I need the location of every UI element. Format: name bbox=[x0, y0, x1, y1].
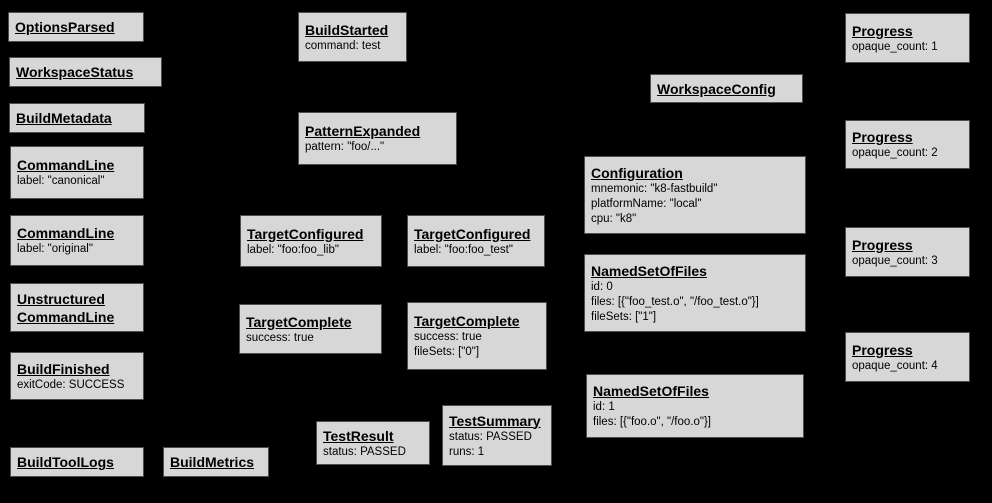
node-field: runs: 1 bbox=[449, 445, 485, 458]
node-field: command: test bbox=[305, 39, 381, 52]
node-title: NamedSetOfFiles bbox=[593, 383, 709, 399]
node-command-line-canonical: CommandLine label: "canonical" bbox=[10, 146, 144, 199]
node-options-parsed: OptionsParsed bbox=[8, 12, 144, 42]
node-field: label: "foo:foo_lib" bbox=[247, 243, 339, 256]
node-field: status: PASSED bbox=[323, 445, 406, 458]
node-title: Configuration bbox=[591, 164, 683, 181]
node-title: TargetConfigured bbox=[247, 225, 364, 242]
node-title: BuildMetadata bbox=[16, 110, 112, 126]
node-title: CommandLine bbox=[17, 308, 115, 325]
node-target-complete-foo-test: TargetComplete success: true fileSets: ["0… bbox=[407, 302, 547, 370]
node-title: OptionsParsed bbox=[15, 19, 115, 35]
node-title: TargetComplete bbox=[414, 313, 520, 329]
node-title: TargetConfigured bbox=[414, 225, 531, 242]
node-field: mnemonic: "k8-fastbuild" bbox=[591, 182, 718, 195]
node-field: id: 1 bbox=[593, 401, 615, 413]
node-build-metrics: BuildMetrics bbox=[163, 447, 269, 477]
node-field: opaque_count: 1 bbox=[852, 40, 938, 53]
node-title: PatternExpanded bbox=[305, 123, 421, 139]
node-title: Progress bbox=[852, 22, 913, 39]
node-field: fileSets: ["0"] bbox=[414, 346, 480, 358]
node-title: Progress bbox=[852, 129, 913, 145]
node-title: Progress bbox=[852, 236, 913, 253]
node-title: TestResult bbox=[323, 427, 394, 444]
node-workspace-status: WorkspaceStatus bbox=[9, 57, 162, 87]
node-field: files: [{"foo_test.o", "/foo_test.o"}] bbox=[591, 295, 759, 308]
node-named-set-of-files-1: NamedSetOfFiles id: 1 files: [{"foo.o", "/… bbox=[586, 374, 804, 438]
node-build-metadata: BuildMetadata bbox=[9, 103, 145, 133]
node-title: NamedSetOfFiles bbox=[591, 262, 707, 279]
node-field: id: 0 bbox=[591, 280, 613, 293]
node-title: CommandLine bbox=[17, 157, 115, 173]
node-field: pattern: "foo/..." bbox=[305, 141, 385, 153]
node-field: platformName: "local" bbox=[591, 197, 702, 210]
node-field: opaque_count: 3 bbox=[852, 254, 938, 267]
node-build-tool-logs: BuildToolLogs bbox=[10, 447, 144, 477]
node-field: exitCode: SUCCESS bbox=[17, 378, 125, 391]
node-title: Progress bbox=[852, 341, 913, 358]
node-title: BuildMetrics bbox=[170, 454, 255, 470]
node-field: files: [{"foo.o", "/foo.o"}] bbox=[593, 416, 711, 428]
node-progress-2: Progress opaque_count: 2 bbox=[845, 120, 970, 169]
node-field: opaque_count: 4 bbox=[852, 359, 938, 372]
node-title: BuildFinished bbox=[17, 360, 110, 377]
node-field: success: true bbox=[414, 331, 482, 343]
node-title: TestSummary bbox=[449, 412, 541, 429]
node-field: label: "original" bbox=[17, 243, 93, 255]
node-field: cpu: "k8" bbox=[591, 212, 637, 225]
node-field: opaque_count: 2 bbox=[852, 147, 938, 159]
node-title: Unstructured bbox=[17, 290, 105, 307]
node-command-line-original: CommandLine label: "original" bbox=[10, 215, 144, 266]
node-workspace-config: WorkspaceConfig bbox=[650, 74, 803, 103]
node-title: TargetComplete bbox=[246, 313, 352, 330]
node-field: success: true bbox=[246, 331, 314, 344]
node-field: label: "canonical" bbox=[17, 175, 105, 187]
node-field: label: "foo:foo_test" bbox=[414, 243, 513, 256]
node-title: WorkspaceStatus bbox=[16, 64, 134, 80]
node-title: WorkspaceConfig bbox=[657, 80, 776, 97]
node-pattern-expanded: PatternExpanded pattern: "foo/..." bbox=[298, 112, 457, 165]
node-field: fileSets: ["1"] bbox=[591, 310, 657, 323]
node-field: status: PASSED bbox=[449, 430, 532, 443]
node-title: BuildStarted bbox=[305, 21, 389, 38]
node-title: BuildToolLogs bbox=[17, 454, 114, 470]
node-title: CommandLine bbox=[17, 225, 115, 241]
